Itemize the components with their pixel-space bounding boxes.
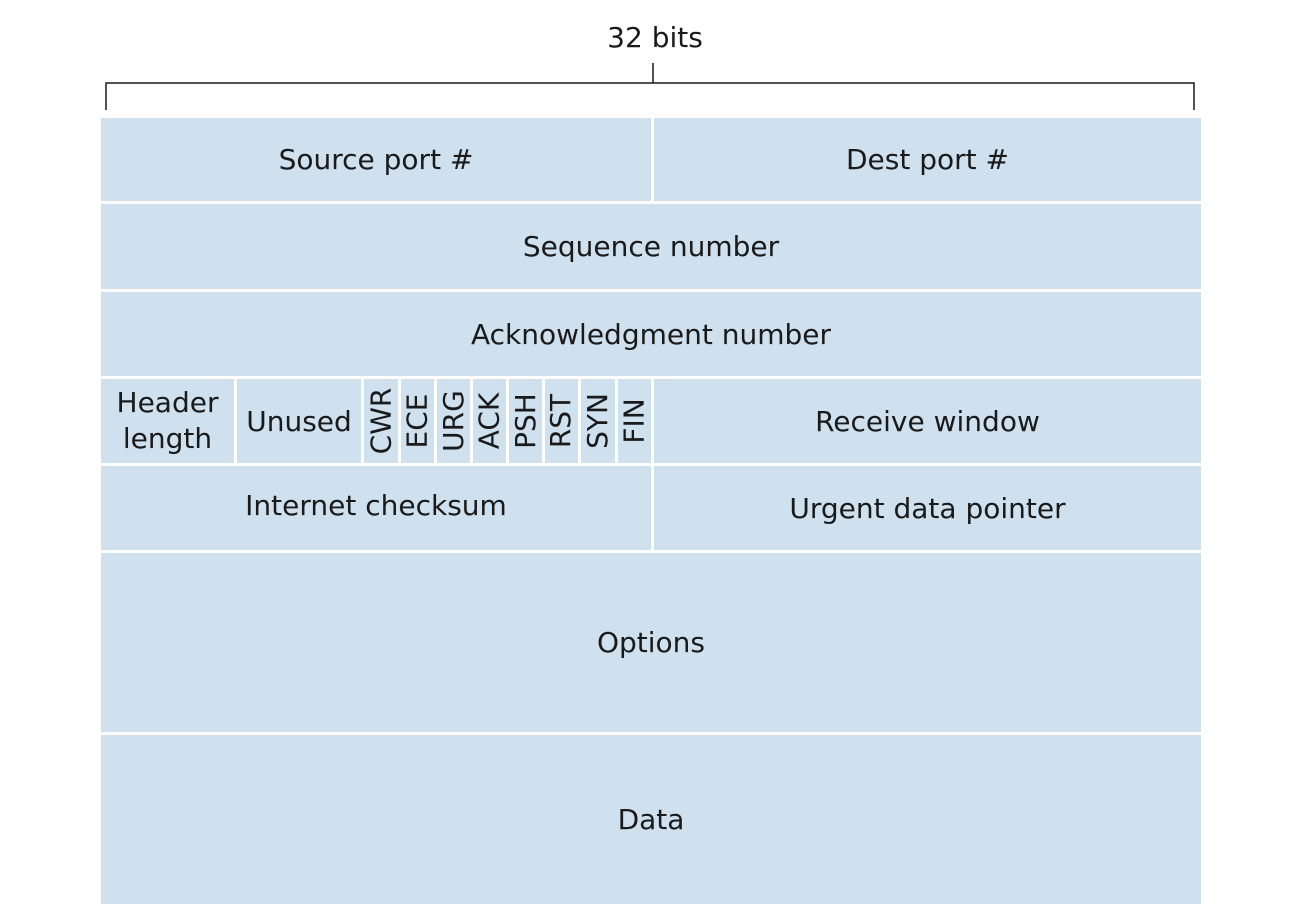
dest-port-label: Dest port # (845, 143, 1009, 176)
urgent-data-pointer-field: Urgent data pointer (654, 466, 1201, 550)
flag-fin: FIN (618, 379, 651, 463)
flag-cwr-label: CWR (364, 387, 398, 455)
flag-rst-label: RST (544, 393, 578, 449)
flag-syn-label: SYN (581, 393, 615, 449)
internet-checksum-field: Internet checksum (101, 466, 651, 550)
internet-checksum-label: Internet checksum (245, 488, 507, 522)
flag-psh-label: PSH (508, 393, 542, 449)
flag-ack: ACK (473, 379, 506, 463)
flag-cwr: CWR (364, 379, 398, 463)
flag-syn: SYN (581, 379, 615, 463)
receive-window-field: Receive window (654, 379, 1201, 463)
flag-urg: URG (437, 379, 470, 463)
receive-window-label: Receive window (815, 404, 1040, 438)
sequence-number-field: Sequence number (101, 204, 1201, 289)
sequence-number-label: Sequence number (522, 230, 780, 263)
unused-field: Unused (237, 379, 361, 463)
flag-ece-label: ECE (400, 393, 434, 449)
header-length-field: Header length (101, 379, 234, 463)
source-port-label: Source port # (278, 143, 474, 176)
flag-ece: ECE (401, 379, 434, 463)
options-label: Options (596, 626, 706, 659)
dest-port-field: Dest port # (654, 118, 1201, 201)
unused-label: Unused (246, 404, 352, 438)
urgent-data-pointer-label: Urgent data pointer (789, 491, 1066, 525)
bit-width-bracket (105, 63, 1195, 110)
flag-psh: PSH (509, 379, 542, 463)
acknowledgment-number-field: Acknowledgment number (101, 292, 1201, 376)
options-field: Options (101, 553, 1201, 732)
flag-fin-label: FIN (617, 398, 651, 444)
flag-rst: RST (545, 379, 578, 463)
data-label: Data (617, 803, 685, 836)
source-port-field: Source port # (101, 118, 651, 201)
bit-width-label: 32 bits (607, 21, 703, 54)
flag-ack-label: ACK (472, 392, 506, 450)
flag-urg-label: URG (436, 390, 470, 452)
acknowledgment-number-label: Acknowledgment number (470, 317, 831, 351)
header-length-label-line2: length (122, 422, 213, 455)
header-length-label-line1: Header (116, 386, 219, 419)
data-field: Data (101, 735, 1201, 904)
